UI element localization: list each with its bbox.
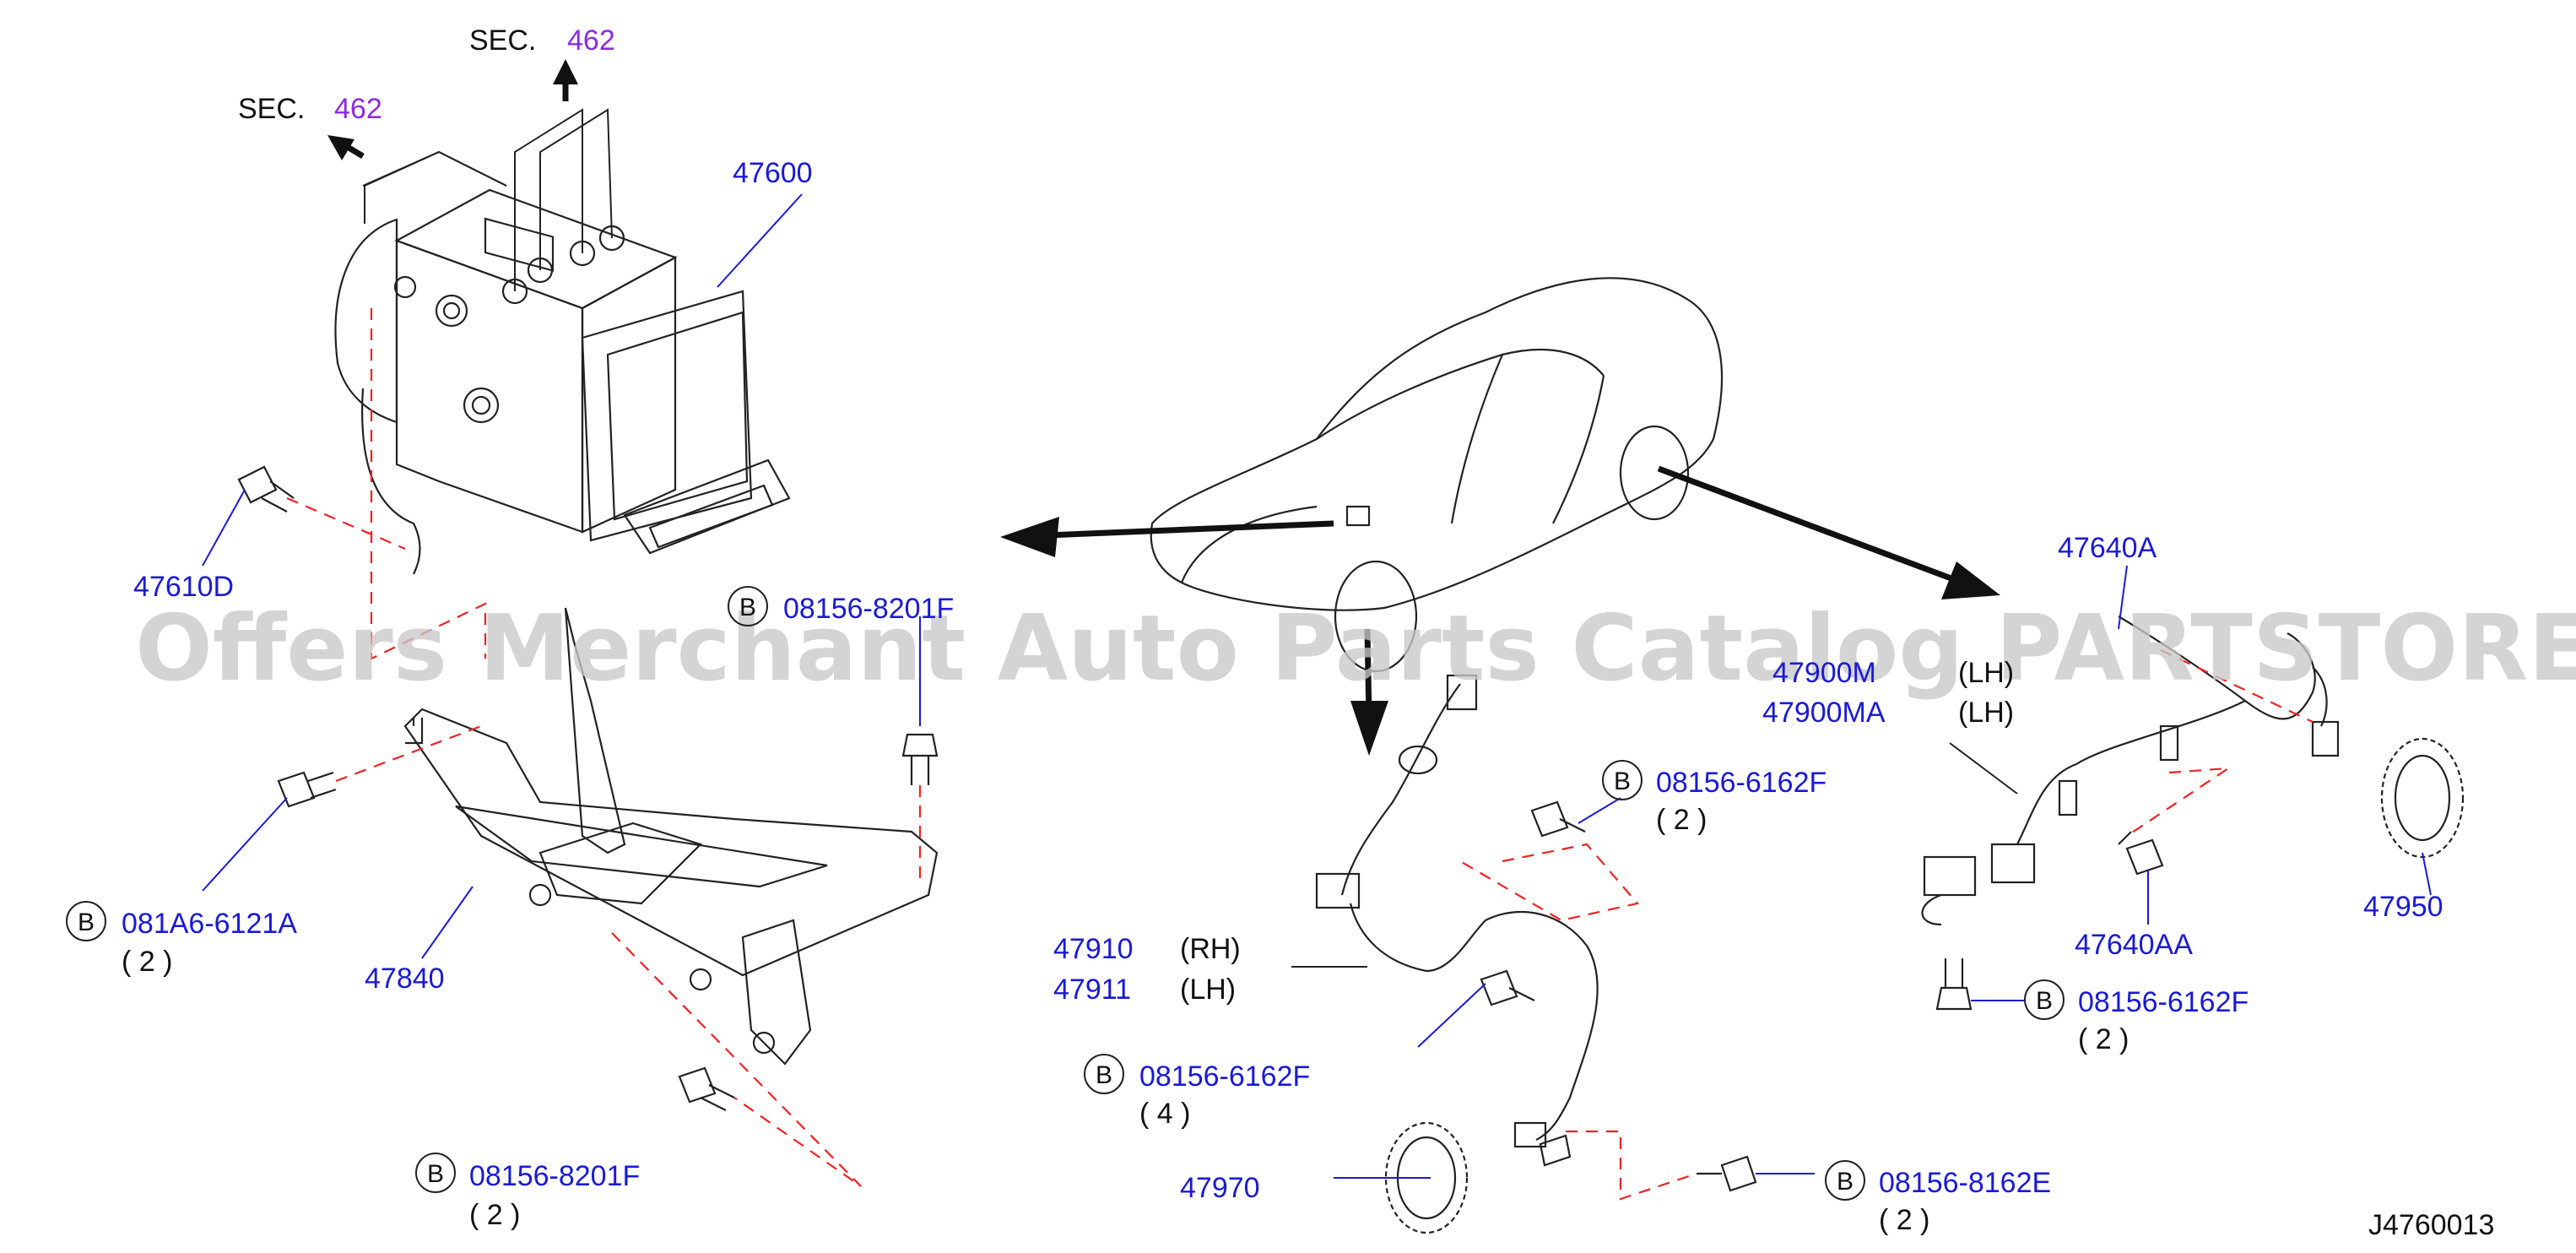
callout-rear-bolt: B 08156-6162F ( 2 )	[2024, 979, 2249, 1055]
b-marker-letter: B	[1837, 1168, 1854, 1196]
b-marker-letter: B	[78, 909, 95, 936]
quantity-label: ( 2 )	[1879, 1204, 1929, 1236]
part-number-47950[interactable]: 47950	[2363, 891, 2443, 923]
b-marker-circle	[1084, 1054, 1124, 1094]
b-marker-circle	[415, 1153, 456, 1193]
b-marker-letter: B	[1614, 768, 1631, 795]
diagram-code: J4760013	[2368, 1209, 2494, 1241]
b-marker-letter: B	[427, 1160, 444, 1188]
bolt-47610d-drawing	[237, 465, 295, 513]
side-label-lh: (LH)	[1958, 657, 2014, 689]
part-number-08156-6162f[interactable]: 08156-6162F	[1139, 1060, 1310, 1093]
section-prefix: SEC.	[238, 93, 305, 125]
quantity-label: ( 2 )	[1656, 804, 1707, 836]
side-label-lh: (LH)	[1958, 697, 2014, 729]
callout-front-sensor-bolt-mid: B 08156-6162F ( 4 )	[1084, 1054, 1310, 1130]
b-marker-circle	[728, 586, 768, 626]
quantity-label: ( 4 )	[1139, 1098, 1190, 1130]
rear-sensor-drawing	[1921, 616, 2340, 926]
watermark-text: Offers Merchant Auto Parts Catalog PARTS…	[135, 596, 2576, 702]
part-number-47640aa[interactable]: 47640AA	[2075, 929, 2193, 961]
front-bolt-drawing	[1480, 800, 1757, 1192]
section-ref-left: SEC. 462	[238, 93, 382, 125]
part-number-47610d[interactable]: 47610D	[133, 571, 234, 603]
callout-bracket-bolt-side: B 081A6-6121A ( 2 )	[66, 901, 297, 978]
section-number-link[interactable]: 462	[567, 24, 615, 57]
callout-bracket-bolt-bottom: B 08156-8201F ( 2 )	[415, 1153, 640, 1231]
section-ref-top: SEC. 462	[469, 24, 615, 57]
part-number-08156-8162e[interactable]: 08156-8162E	[1879, 1167, 2051, 1199]
section-prefix: SEC.	[469, 24, 536, 57]
bolt-08156-8201f-bottom-drawing	[678, 1066, 735, 1111]
rear-bolt-drawing	[1935, 831, 2164, 1011]
bolt-081a6-drawing	[277, 771, 337, 808]
bracket-drawing	[403, 607, 939, 1066]
quantity-label: ( 2 )	[122, 946, 172, 978]
section-number-link[interactable]: 462	[334, 93, 382, 125]
part-number-47600[interactable]: 47600	[733, 157, 813, 189]
part-number-47911[interactable]: 47911	[1053, 974, 1131, 1006]
b-marker-circle	[2024, 979, 2065, 1020]
b-marker-letter: B	[2036, 987, 2053, 1015]
direction-arrows	[327, 59, 2000, 756]
part-number-47900ma[interactable]: 47900MA	[1762, 697, 1886, 729]
part-number-47970[interactable]: 47970	[1180, 1172, 1260, 1204]
callout-front-sensor-bolt-low: B 08156-8162E ( 2 )	[1825, 1160, 2051, 1236]
b-marker-letter: B	[739, 594, 756, 621]
car-drawing	[1150, 277, 1724, 673]
part-number-47640a[interactable]: 47640A	[2058, 532, 2157, 564]
part-number-08156-6162f[interactable]: 08156-6162F	[2078, 986, 2249, 1018]
part-number-08156-6162f[interactable]: 08156-6162F	[1656, 767, 1826, 799]
callout-bracket-bolt-top: B 08156-8201F	[728, 586, 954, 626]
b-marker-circle	[1602, 760, 1642, 800]
b-marker-letter: B	[1096, 1061, 1112, 1089]
part-number-08156-8201f[interactable]: 08156-8201F	[469, 1160, 640, 1192]
part-number-47900m[interactable]: 47900M	[1772, 657, 1876, 689]
b-marker-circle	[1825, 1160, 1865, 1201]
callout-front-sensor-bolt-top: B 08156-6162F ( 2 )	[1602, 760, 1826, 836]
front-sensor-drawing	[1315, 674, 1599, 1167]
abs-actuator-drawing	[334, 108, 791, 575]
part-number-47840[interactable]: 47840	[365, 963, 445, 995]
leader-lines	[202, 193, 2432, 1179]
part-number-08156-8201f[interactable]: 08156-8201F	[783, 593, 954, 625]
rear-rotor-drawing	[2380, 737, 2465, 859]
bolt-08156-8201f-top-drawing	[901, 733, 939, 785]
quantity-label: ( 2 )	[469, 1199, 520, 1231]
side-label-rh: (RH)	[1180, 933, 1241, 965]
part-number-47910[interactable]: 47910	[1053, 933, 1134, 965]
side-label-lh: (LH)	[1180, 974, 1236, 1006]
b-marker-circle	[66, 901, 106, 941]
part-number-081a6-6121a[interactable]: 081A6-6121A	[122, 908, 297, 940]
quantity-label: ( 2 )	[2078, 1023, 2129, 1055]
